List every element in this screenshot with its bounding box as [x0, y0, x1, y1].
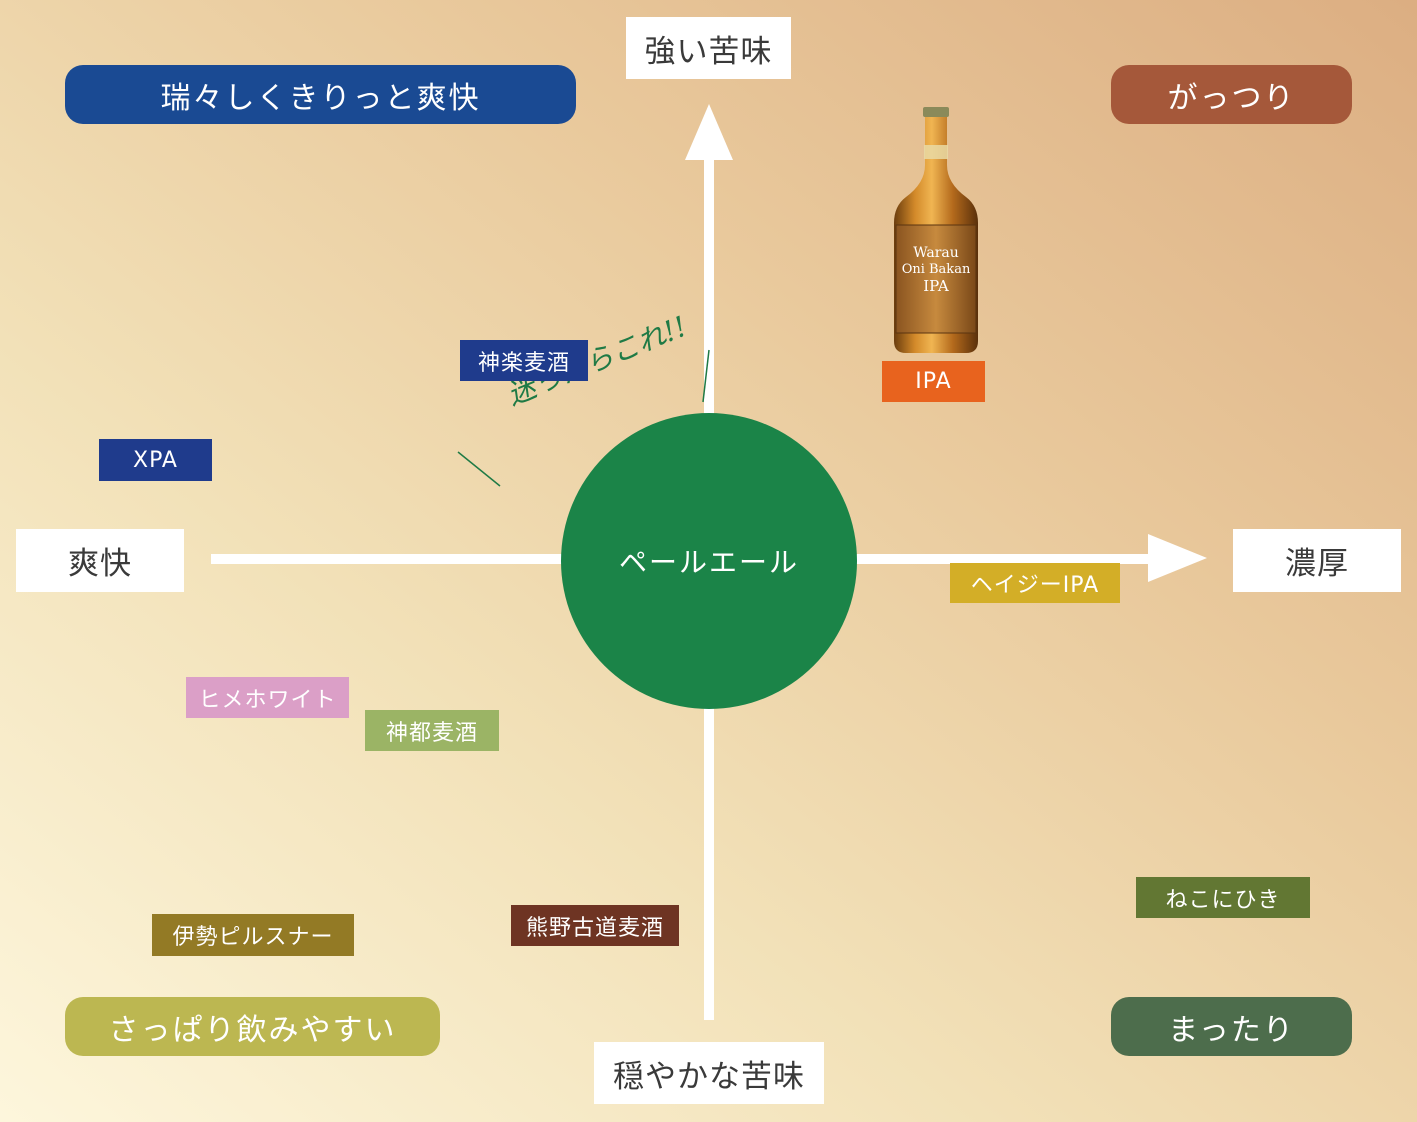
corner-top-left: 瑞々しくきりっと爽快 [65, 65, 576, 124]
bottle-label-line1: Warau [913, 245, 959, 261]
axis-label-left: 爽快 [16, 529, 184, 592]
axis-label-top: 強い苦味 [626, 17, 791, 79]
tag-xpa: XPA [99, 439, 212, 481]
tag-ipa: IPA [882, 361, 985, 402]
corner-bottom-right: まったり [1111, 997, 1352, 1056]
center-pale-ale: ペールエール [561, 413, 857, 709]
tag-hime-white: ヒメホワイト [186, 677, 349, 718]
axis-label-bottom: 穏やかな苦味 [594, 1042, 824, 1104]
tag-neko-nihiki: ねこにひき [1136, 877, 1310, 918]
tag-shinto-beer: 神都麦酒 [365, 710, 499, 751]
tag-kagura-beer: 神楽麦酒 [460, 340, 588, 381]
note-accent-left [457, 451, 501, 487]
bottle-label-line3: IPA [923, 277, 949, 295]
right-arrow-head [1148, 534, 1207, 582]
up-arrow-head [685, 104, 733, 160]
note-accent-right [702, 349, 710, 403]
tag-hazy-ipa: ヘイジーIPA [950, 563, 1120, 603]
tag-ise-pilsner: 伊勢ピルスナー [152, 914, 354, 956]
axis-label-right: 濃厚 [1233, 529, 1401, 592]
bottle-label-line2: Oni Bakan [902, 262, 971, 277]
corner-bottom-left: さっぱり飲みやすい [65, 997, 440, 1056]
tag-kumano-beer: 熊野古道麦酒 [511, 905, 679, 946]
beer-bottle-image: Warau Oni Bakan IPA [894, 107, 978, 353]
corner-top-right: がっつり [1111, 65, 1352, 124]
